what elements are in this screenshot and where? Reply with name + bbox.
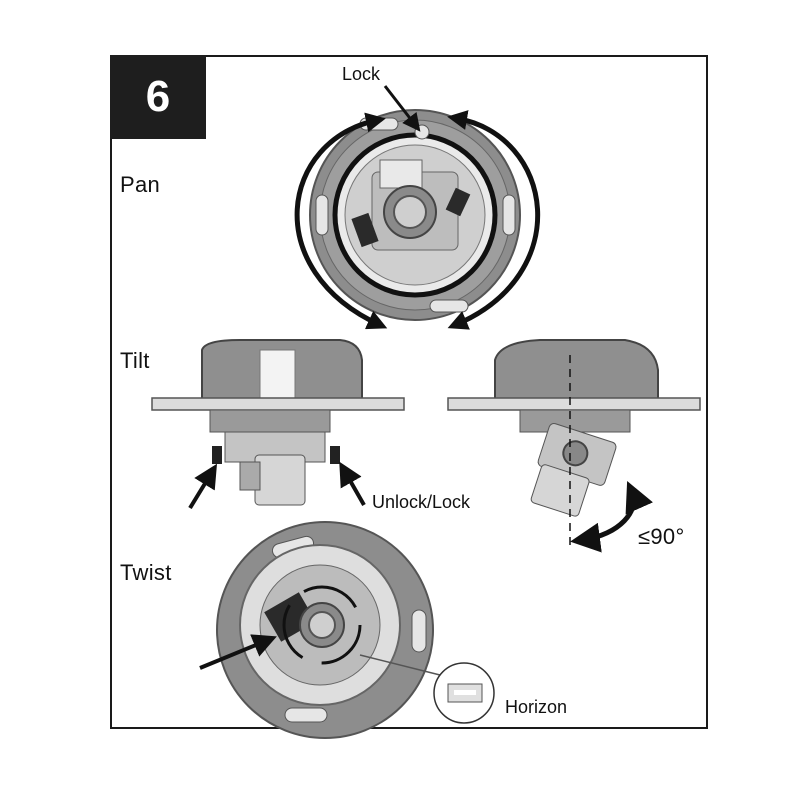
tilt-angle-arrow: [570, 481, 654, 553]
pan-right-arrow: [447, 110, 540, 330]
lock-pointer-arrow: [383, 85, 421, 132]
unlock-lock-arrow-right: [339, 461, 366, 506]
twist-label: Twist: [120, 560, 172, 585]
twist-camera-base: [216, 521, 434, 739]
tilt-label: Tilt: [120, 348, 150, 373]
tilt-camera-side-view-left: [151, 339, 405, 506]
tilt-limit-label: ≤90°: [638, 524, 685, 549]
step-number-badge: 6: [110, 55, 206, 139]
tilt-camera-side-view-right: [447, 339, 701, 545]
pan-camera-base: [309, 109, 521, 321]
unlock-lock-label: Unlock/Lock: [372, 492, 471, 512]
horizon-label: Horizon: [505, 697, 568, 717]
pan-label: Pan: [120, 172, 161, 197]
figure-frame: [110, 55, 708, 729]
unlock-lock-arrow-left: [188, 463, 218, 510]
twist-lock-arrow: [199, 634, 277, 670]
lock-label: Lock: [342, 64, 381, 84]
horizon-leader-line: [359, 654, 441, 676]
horizon-mark: [454, 690, 476, 695]
pan-left-arrow: [294, 112, 388, 330]
